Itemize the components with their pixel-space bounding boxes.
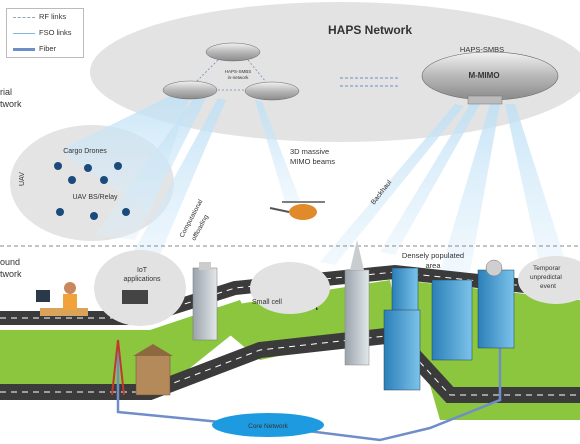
- haps-network-title: HAPS Network: [328, 23, 412, 37]
- drone-icon: [122, 208, 130, 216]
- small-airship-top: [205, 42, 261, 62]
- drone-icon: [56, 208, 64, 216]
- small-airship-right: [244, 81, 300, 101]
- beam-3d-mimo: [255, 100, 300, 205]
- haps-smbs-gondola: [467, 95, 503, 105]
- aerial-label-2: twork: [0, 99, 22, 109]
- drone-icon: [68, 176, 76, 184]
- fiber-link: [116, 280, 502, 442]
- skyscraper-5: [477, 269, 515, 349]
- fiber-label: Fiber: [39, 44, 57, 53]
- tower-red-icon: [111, 339, 125, 396]
- rf-link-2: [247, 59, 267, 83]
- helicopter: [269, 201, 325, 220]
- beam-mmimo-3: [505, 104, 565, 265]
- drone-icon: [90, 212, 98, 220]
- skyscraper-1: [344, 269, 370, 366]
- person-body: [63, 294, 77, 310]
- densely-label-1: Densely populated: [402, 251, 464, 260]
- grass-left: [0, 300, 250, 400]
- legend-fso-row: FSO links: [7, 27, 83, 41]
- iot-label-2: applications: [124, 276, 161, 283]
- temporal-label-2: unpredictal: [530, 274, 562, 281]
- drone-icons: [54, 162, 130, 220]
- drone-icon: [114, 162, 122, 170]
- road-markings: [0, 334, 580, 396]
- legend-rf-row: RF links: [7, 11, 83, 25]
- beam-mmimo-2: [440, 104, 500, 272]
- uav-vertical-label: UAV: [19, 172, 26, 186]
- computer-monitor: [36, 290, 50, 302]
- uav-bs-relay-label: UAV BS/Relay: [73, 194, 118, 201]
- beams: [60, 92, 565, 280]
- drone-icon: [100, 176, 108, 184]
- ground-label-1: ound: [0, 257, 20, 267]
- tower-white: [192, 267, 218, 341]
- helicopter-body: [289, 204, 317, 220]
- rf-link-1: [195, 59, 219, 83]
- skyscraper-3: [383, 309, 421, 391]
- skyscraper-4: [431, 279, 473, 361]
- haps-small-airships: [162, 42, 300, 101]
- office-desk: [40, 308, 88, 316]
- fso-links-swatch: [13, 33, 35, 34]
- densely-label-2: area: [425, 261, 441, 270]
- satellite-dish: [485, 259, 503, 277]
- rf-links-swatch: [13, 17, 35, 18]
- temporal-label-1: Temporar: [533, 265, 561, 272]
- ground-label-2: twork: [0, 269, 22, 279]
- iot-bubble: [94, 250, 186, 326]
- mimo-beams-label: MIMO beams: [290, 157, 335, 166]
- legend-fiber-row: Fiber: [7, 43, 83, 57]
- skyscraper-1-spire: [350, 240, 364, 270]
- iot-label-1: IoT: [137, 267, 148, 274]
- house-brown: [135, 354, 171, 396]
- tower-white-top: [199, 262, 211, 270]
- core-network-label: Core Network: [248, 423, 288, 430]
- beam-to-drones-2: [95, 95, 206, 240]
- small-airship-left: [162, 80, 218, 100]
- beam-computational: [118, 98, 226, 280]
- beam-mmimo-1: [380, 104, 480, 255]
- fiber-swatch: [13, 48, 35, 51]
- aerial-label-1: rial: [0, 87, 12, 97]
- mmimo-label: M-MIMO: [468, 71, 499, 80]
- small-cell-bubble: [250, 262, 330, 314]
- drone-icon: [84, 164, 92, 172]
- road-upper-markings: [0, 271, 580, 319]
- temporal-label-3: event: [540, 283, 556, 290]
- small-airship-label: HAPS-SMBS: [225, 69, 252, 74]
- fso-links-label: FSO links: [39, 28, 72, 37]
- small-airship-label-2: in-network: [228, 75, 250, 80]
- temporal-bubble: [518, 256, 580, 304]
- house-brown-roof: [133, 344, 173, 356]
- helicopter-tail: [269, 207, 290, 213]
- drone-icon: [54, 162, 62, 170]
- buildings: [133, 240, 515, 396]
- beam-backhaul: [320, 104, 464, 265]
- haps-smbs-label: HAPS-SMBS: [460, 45, 504, 54]
- three-d-massive-label: 3D massive: [290, 147, 329, 156]
- rf-links-label: RF links: [39, 12, 67, 21]
- person-head: [64, 282, 76, 294]
- cargo-drones-label: Cargo Drones: [63, 148, 107, 155]
- legend: RF links FSO links Fiber: [6, 8, 84, 58]
- small-cell-label: Small cell: [252, 299, 282, 306]
- iot-printer: [122, 290, 148, 304]
- core-network-ellipse: [212, 413, 324, 437]
